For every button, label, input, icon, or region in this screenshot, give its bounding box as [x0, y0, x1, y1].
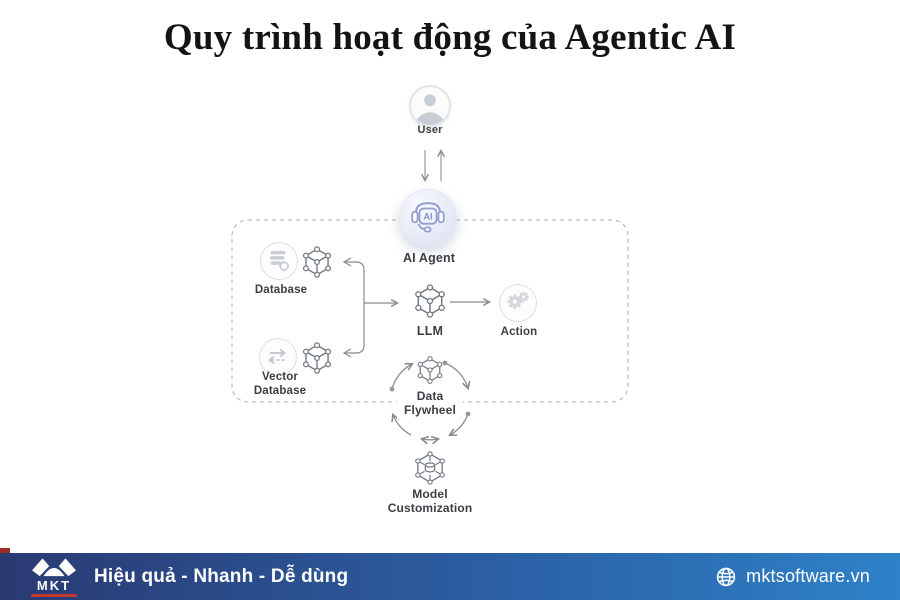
mkt-logo-tagline-bar — [31, 593, 77, 597]
nim-cube-icon — [300, 341, 334, 375]
mkt-logo: MKT — [30, 557, 78, 597]
model-customization-label: Model Customization — [387, 487, 473, 516]
flywheel-cycle-arrows — [389, 360, 471, 445]
vector-database-label: Vector Database — [253, 371, 307, 397]
footer-bar: MKT Hiệu quả - Nhanh - Dễ dùng mktsoftwa… — [0, 553, 900, 600]
footer-left: MKT Hiệu quả - Nhanh - Dễ dùng — [30, 557, 348, 597]
page-title: Quy trình hoạt động của Agentic AI — [163, 17, 737, 58]
vector-arrows-icon — [268, 348, 287, 365]
user-label: User — [417, 124, 443, 136]
user-node — [409, 85, 451, 127]
vector-database-node — [259, 338, 297, 376]
action-node — [499, 284, 537, 322]
nim-cube-icon — [300, 245, 334, 279]
model-customization-icon — [413, 451, 447, 485]
mkt-logo-icon — [32, 557, 76, 576]
footer-right: mktsoftware.vn — [715, 566, 870, 588]
mkt-logo-text: MKT — [36, 577, 72, 593]
ai-agent-icon-text: AI — [423, 212, 432, 222]
ai-headset-icon: AI — [411, 202, 445, 233]
nim-cube-icon — [412, 283, 448, 319]
gears-icon — [507, 291, 529, 310]
data-flywheel-label: Data Flywheel — [397, 388, 463, 419]
database-node — [260, 242, 298, 280]
user-agent-arrows — [421, 149, 445, 182]
footer-red-accent — [0, 548, 10, 553]
nim-cube-icon — [415, 355, 445, 385]
database-icon — [269, 250, 290, 272]
ai-agent-label: AI Agent — [402, 251, 456, 265]
footer-website: mktsoftware.vn — [746, 566, 870, 586]
globe-icon — [716, 567, 736, 586]
footer-slogan: Hiệu quả - Nhanh - Dễ dùng — [94, 565, 349, 587]
llm-label: LLM — [416, 324, 444, 338]
ai-agent-node: AI — [399, 189, 457, 247]
action-label: Action — [500, 326, 538, 338]
database-label: Database — [254, 284, 308, 296]
person-icon — [416, 94, 444, 125]
database-llm-bracket — [342, 257, 399, 358]
connector-lines — [231, 149, 629, 445]
